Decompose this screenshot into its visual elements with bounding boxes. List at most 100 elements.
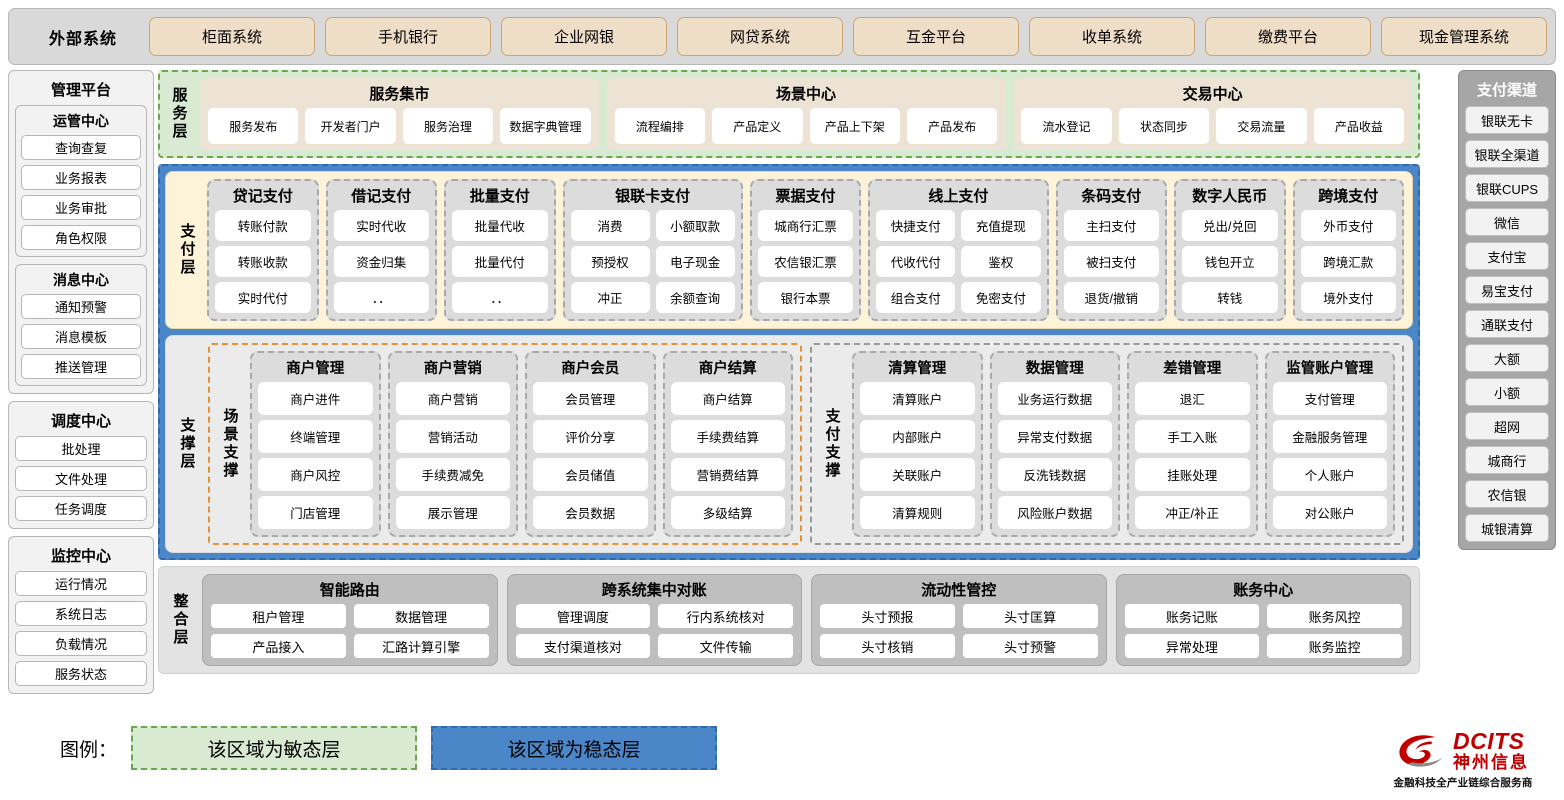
integration-item[interactable]: 租户管理: [211, 604, 346, 628]
payment-channel-item[interactable]: 小额: [1465, 378, 1549, 406]
support-item[interactable]: 会员储值: [533, 458, 648, 491]
service-item[interactable]: 数据字典管理: [500, 108, 591, 144]
payment-channel-item[interactable]: 银联CUPS: [1465, 174, 1549, 202]
payment-item[interactable]: 外币支付: [1300, 210, 1396, 241]
service-item[interactable]: 交易流量: [1216, 108, 1307, 144]
management-item[interactable]: 负载情况: [15, 631, 147, 656]
support-item[interactable]: 多级结算: [670, 496, 785, 529]
integration-item[interactable]: 账务监控: [1267, 634, 1402, 658]
management-item[interactable]: 推送管理: [21, 354, 141, 379]
payment-item[interactable]: 鉴权: [961, 246, 1041, 277]
support-item[interactable]: 会员管理: [533, 382, 648, 415]
management-item[interactable]: 任务调度: [15, 496, 147, 521]
support-item[interactable]: 清算规则: [860, 496, 975, 529]
support-item[interactable]: 异常支付数据: [997, 420, 1112, 453]
service-item[interactable]: 产品发布: [906, 108, 998, 144]
integration-item[interactable]: 头寸匡算: [962, 604, 1098, 628]
payment-item[interactable]: 退货/撤销: [1063, 282, 1159, 313]
payment-channel-item[interactable]: 支付宝: [1465, 242, 1549, 270]
payment-item[interactable]: 实时代收: [333, 210, 429, 241]
support-item[interactable]: 手续费结算: [670, 420, 785, 453]
integration-item[interactable]: 头寸预警: [962, 634, 1098, 658]
payment-item[interactable]: 小额取款: [655, 210, 735, 241]
external-system-chip[interactable]: 互金平台: [853, 17, 1019, 56]
payment-item[interactable]: 转账付款: [215, 210, 311, 241]
payment-item[interactable]: 城商行汇票: [757, 210, 854, 241]
payment-channel-item[interactable]: 银联全渠道: [1465, 140, 1549, 168]
support-item[interactable]: 清算账户: [860, 382, 975, 415]
support-item[interactable]: 营销活动: [395, 420, 510, 453]
payment-item[interactable]: 农信银汇票: [757, 246, 854, 277]
payment-item[interactable]: 冲正: [570, 282, 650, 313]
support-item[interactable]: 会员数据: [533, 496, 648, 529]
payment-channel-item[interactable]: 农信银: [1465, 480, 1549, 508]
external-system-chip[interactable]: 柜面系统: [149, 17, 315, 56]
support-item[interactable]: 挂账处理: [1135, 458, 1250, 491]
integration-item[interactable]: 管理调度: [515, 604, 651, 628]
payment-item[interactable]: 代收代付: [876, 246, 956, 277]
external-system-chip[interactable]: 缴费平台: [1205, 17, 1371, 56]
payment-item[interactable]: 批量代付: [452, 246, 548, 277]
external-system-chip[interactable]: 收单系统: [1029, 17, 1195, 56]
integration-item[interactable]: 账务风控: [1267, 604, 1402, 628]
external-system-chip[interactable]: 现金管理系统: [1381, 17, 1547, 56]
support-item[interactable]: 手续费减免: [395, 458, 510, 491]
payment-item[interactable]: 预授权: [570, 246, 650, 277]
payment-channel-item[interactable]: 城商行: [1465, 446, 1549, 474]
payment-item[interactable]: 境外支付: [1300, 282, 1396, 313]
support-item[interactable]: 支付管理: [1272, 382, 1387, 415]
payment-item[interactable]: 快捷支付: [876, 210, 956, 241]
management-item[interactable]: 业务审批: [21, 195, 141, 220]
payment-item[interactable]: 兑出/兑回: [1182, 210, 1278, 241]
management-item[interactable]: 通知预警: [21, 294, 141, 319]
management-item[interactable]: 消息模板: [21, 324, 141, 349]
payment-item[interactable]: 充值提现: [961, 210, 1041, 241]
support-item[interactable]: 金融服务管理: [1272, 420, 1387, 453]
payment-channel-item[interactable]: 银联无卡: [1465, 106, 1549, 134]
integration-item[interactable]: 数据管理: [353, 604, 489, 628]
support-item[interactable]: 展示管理: [395, 496, 510, 529]
management-item[interactable]: 系统日志: [15, 601, 147, 626]
payment-channel-item[interactable]: 微信: [1465, 208, 1549, 236]
payment-item[interactable]: 实时代付: [215, 282, 311, 313]
payment-channel-item[interactable]: 大额: [1465, 344, 1549, 372]
service-item[interactable]: 流水登记: [1021, 108, 1112, 144]
management-item[interactable]: 运行情况: [15, 571, 147, 596]
payment-item[interactable]: ．．: [452, 282, 548, 313]
external-system-chip[interactable]: 企业网银: [501, 17, 667, 56]
payment-item[interactable]: 转钱: [1182, 282, 1278, 313]
support-item[interactable]: 终端管理: [258, 420, 373, 453]
payment-item[interactable]: 电子现金: [655, 246, 735, 277]
payment-item[interactable]: 被扫支付: [1063, 246, 1159, 277]
management-item[interactable]: 批处理: [15, 436, 147, 461]
integration-item[interactable]: 行内系统核对: [658, 604, 793, 628]
external-system-chip[interactable]: 手机银行: [325, 17, 491, 56]
support-item[interactable]: 商户进件: [258, 382, 373, 415]
integration-item[interactable]: 支付渠道核对: [515, 634, 651, 658]
service-item[interactable]: 产品定义: [712, 108, 803, 144]
integration-item[interactable]: 账务记账: [1124, 604, 1260, 628]
support-item[interactable]: 业务运行数据: [997, 382, 1112, 415]
payment-item[interactable]: 主扫支付: [1063, 210, 1159, 241]
payment-channel-item[interactable]: 城银清算: [1465, 514, 1549, 542]
payment-item[interactable]: 批量代收: [452, 210, 548, 241]
management-item[interactable]: 服务状态: [15, 661, 147, 686]
payment-channel-item[interactable]: 通联支付: [1465, 310, 1549, 338]
management-item[interactable]: 查询查复: [21, 135, 141, 160]
payment-channel-item[interactable]: 易宝支付: [1465, 276, 1549, 304]
management-item[interactable]: 业务报表: [21, 165, 141, 190]
payment-item[interactable]: 资金归集: [333, 246, 429, 277]
support-item[interactable]: 商户营销: [395, 382, 510, 415]
payment-item[interactable]: 银行本票: [757, 282, 854, 313]
payment-item[interactable]: 免密支付: [961, 282, 1041, 313]
support-item[interactable]: 内部账户: [860, 420, 975, 453]
integration-item[interactable]: 头寸预报: [820, 604, 955, 628]
support-item[interactable]: 门店管理: [258, 496, 373, 529]
payment-channel-item[interactable]: 超网: [1465, 412, 1549, 440]
support-item[interactable]: 冲正/补正: [1135, 496, 1250, 529]
service-item[interactable]: 开发者门户: [305, 108, 396, 144]
service-item[interactable]: 产品上下架: [809, 108, 900, 144]
integration-item[interactable]: 汇路计算引擎: [353, 634, 489, 658]
support-item[interactable]: 商户风控: [258, 458, 373, 491]
support-item[interactable]: 退汇: [1135, 382, 1250, 415]
